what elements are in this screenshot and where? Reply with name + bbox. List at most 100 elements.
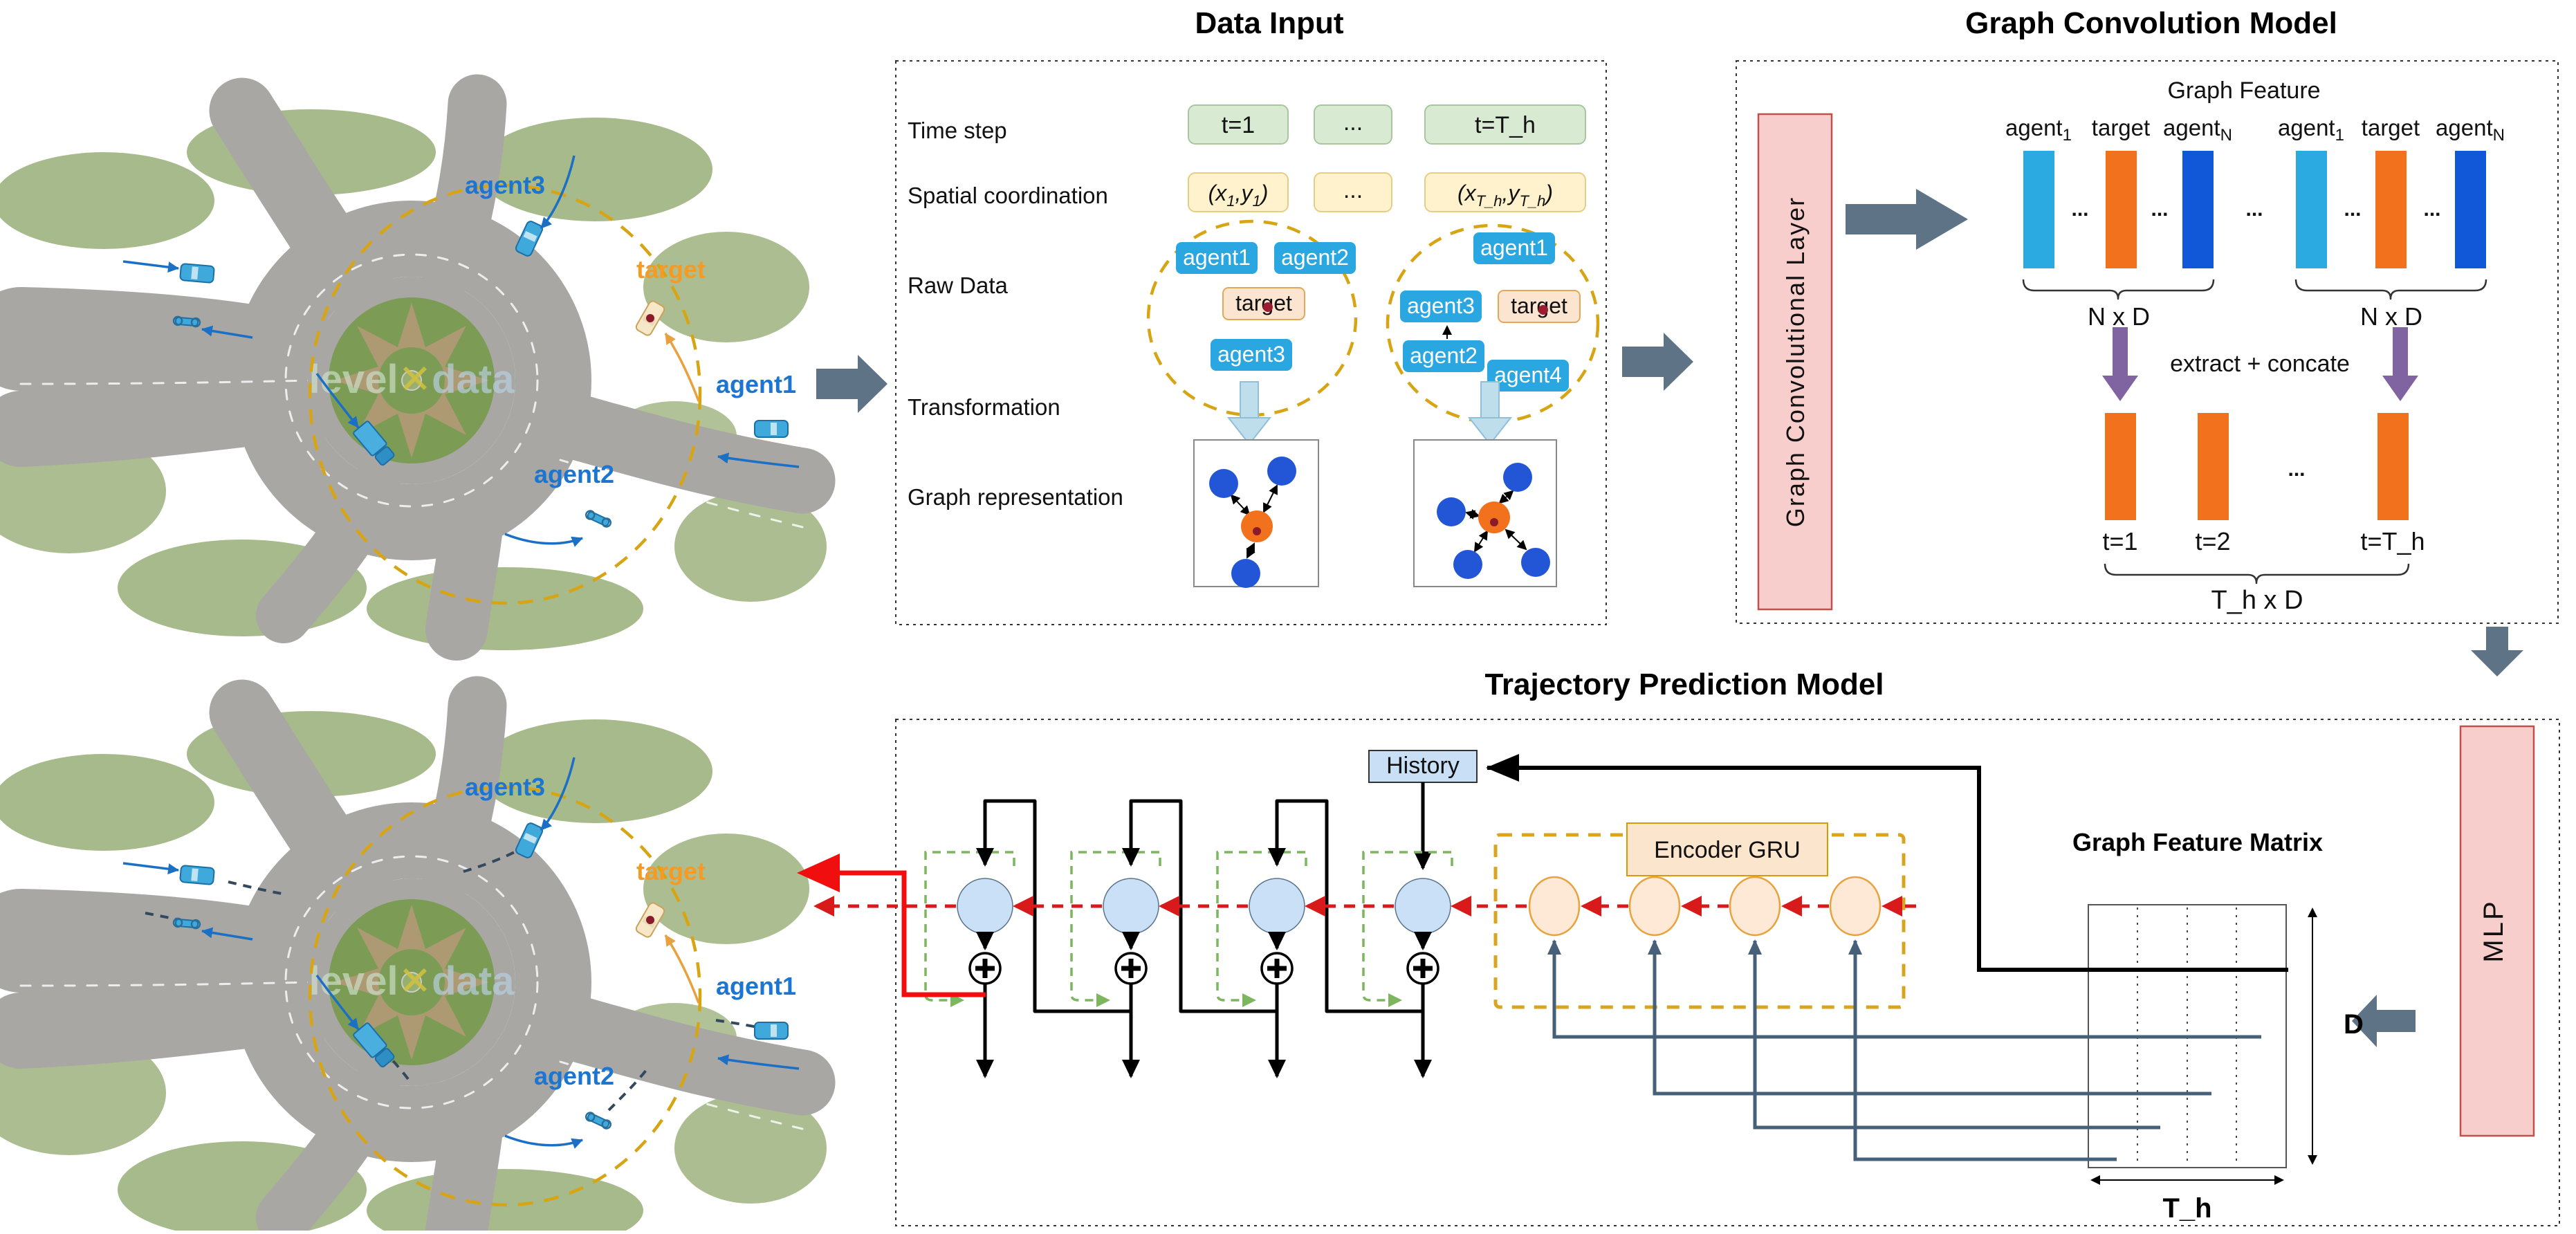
history-box [1368, 750, 1478, 783]
decoder-cells [957, 878, 1451, 934]
agent1-feature-bar [2023, 151, 2054, 268]
title-data-input: Data Input [1195, 6, 1343, 40]
vehicles [172, 221, 789, 528]
encoder-gru-cell [1528, 876, 1581, 937]
history-feedback-arrowhead [1486, 754, 1519, 782]
raw-data-cluster-2: agent1 agent3 target agent2 agent4 [1400, 232, 1581, 392]
agent3-chip [1211, 339, 1292, 371]
target-node-dot [1253, 527, 1261, 535]
time-box-dots-label: ... [1343, 109, 1363, 136]
coord-box-th [1424, 172, 1586, 212]
row-label-raw-data: Raw Data [908, 273, 1009, 298]
graph-feature-bars: ... ... ... ... ... [2023, 151, 2486, 268]
agent-node [1267, 457, 1296, 486]
extract-arrows [2102, 327, 2418, 401]
graph-feature-label: Graph Feature [2167, 77, 2320, 104]
graph-convolution-section: Graph Convolutional Layer Graph Feature … [1757, 77, 2505, 615]
decoder-gru-cell [1249, 878, 1305, 934]
target-dot-icon [1538, 305, 1548, 315]
graph-convolutional-layer-box [1757, 113, 1833, 611]
transformation-arrows [1226, 381, 1513, 445]
data-input-section: Time step Spatial coordination Raw Data … [908, 104, 1600, 588]
car-icon [179, 865, 215, 885]
svg-text:...: ... [2288, 458, 2305, 481]
encoder-gru-box [1626, 822, 1828, 876]
raw-data-cluster-1: agent1 agent2 target agent3 [1176, 242, 1356, 371]
target-car-icon [635, 300, 665, 336]
target-chip-label: target [1235, 291, 1292, 315]
decoder-gru-cell [957, 878, 1013, 934]
coord-box-dots [1314, 172, 1392, 212]
agent3-label: agent3 [465, 773, 545, 801]
row-label-spatial-coordination: Spatial coordination [908, 183, 1108, 208]
encoder-gru-cell [1829, 876, 1882, 937]
svg-text:agentN: agentN [2163, 115, 2232, 145]
agent3-chip-label: agent3 [1217, 342, 1285, 367]
matrix-gridlines [2137, 908, 2237, 1165]
arrow-datainput-to-gcm [1622, 333, 1693, 391]
agent-node [1437, 497, 1466, 526]
coord-box-dots-label: ... [1343, 177, 1363, 203]
roundabout-scene-history: level✕data agent3 target agent1 agent2 [0, 74, 836, 661]
arrow-gcm-to-mlp [2471, 627, 2523, 676]
tTh-bar [2377, 413, 2409, 520]
agent3-chip [1400, 291, 1482, 322]
t1-bar [2105, 413, 2136, 520]
svg-text:...: ... [2071, 198, 2088, 221]
prediction-output-arrowhead [797, 854, 840, 892]
target-chip [1498, 290, 1581, 323]
agent1-label: agent1 [716, 370, 796, 398]
th-dimension-label: T_h [2162, 1193, 2211, 1224]
target-label: target [636, 255, 706, 284]
agent2-label: agent2 [534, 1062, 614, 1090]
prediction-output-line [806, 870, 986, 997]
agent3-chip-label: agent3 [1407, 293, 1475, 318]
car-icon [179, 263, 215, 284]
encoder-gru-cell [1729, 876, 1781, 937]
svg-text:agent1: agent1 [2278, 115, 2344, 145]
observation-range-ellipse [308, 785, 702, 1207]
graph-representation-2 [1413, 439, 1557, 587]
graph-feature-matrix-label: Graph Feature Matrix [2072, 828, 2323, 856]
truck-icon [353, 1022, 395, 1068]
d-dimension-label: D [2344, 1009, 2364, 1040]
encoder-gru-label: Encoder GRU [1654, 837, 1801, 863]
time-box-1 [1188, 104, 1289, 145]
road-network [0, 74, 836, 661]
svg-text:...: ... [2245, 198, 2263, 221]
motion-arrows [122, 155, 800, 547]
truck-icon [353, 421, 395, 466]
target-chip-label: target [1511, 293, 1567, 318]
watermark: level✕data [309, 357, 515, 402]
thxd-label: T_h x D [2211, 586, 2303, 615]
agent1-chip [1473, 232, 1555, 264]
agent1-car-icon [754, 420, 789, 438]
roundabout-scene-prediction: level✕data agent3 [0, 676, 836, 1234]
coord-box-1-label: (x1,y1) [1208, 181, 1269, 210]
t2-bar [2198, 413, 2229, 520]
title-trajectory-prediction-model: Trajectory Prediction Model [1484, 667, 1884, 701]
watermark-x-icon: ✕ [398, 357, 432, 402]
sum-node [1406, 952, 1439, 985]
agent2-motorcycle-icon [585, 1112, 612, 1130]
tTh-label: t=T_h [2360, 527, 2425, 555]
svg-text:agent1: agent1 [2005, 115, 2072, 145]
svg-text:...: ... [2423, 198, 2440, 221]
title-graph-convolution-model: Graph Convolution Model [1965, 6, 2337, 40]
target-dot-icon [1263, 302, 1273, 312]
target-feature-bar [2375, 151, 2407, 268]
t1-label: t=1 [2102, 527, 2137, 555]
encoder-cells [1528, 876, 1882, 937]
road-network [0, 676, 836, 1234]
target-car-icon [635, 902, 665, 938]
agent1-car-icon [754, 1022, 789, 1040]
time-feature-bars: ... t=1 t=2 t=T_h [2102, 413, 2425, 555]
coord-box-1 [1188, 172, 1289, 212]
graph-convolution-panel [1736, 60, 2559, 624]
target-feature-bar [2106, 151, 2137, 268]
agent-node [1453, 550, 1482, 579]
agent-node [1209, 469, 1238, 498]
svg-text:...: ... [2151, 198, 2168, 221]
